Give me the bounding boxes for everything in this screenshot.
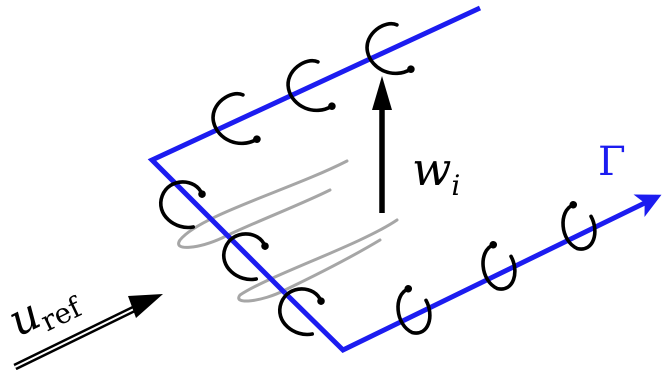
circulation-ring: [481, 240, 517, 291]
gamma-label: Γ: [598, 139, 626, 185]
induced-velocity-label: wi: [412, 142, 460, 202]
wake-curve-upper: [177, 159, 349, 249]
induced-velocity-subscript: i: [451, 169, 460, 202]
circulation-ring: [561, 200, 597, 251]
induced-velocity-symbol: w: [412, 142, 451, 196]
wake-curve-lower: [237, 218, 399, 303]
wake-curves: [177, 159, 399, 303]
circulation-rings: [158, 21, 597, 337]
circulation-ring: [221, 232, 269, 282]
induced-velocity-arrow: [372, 76, 392, 213]
circulation-ring: [158, 180, 206, 230]
circulation-ring: [211, 91, 261, 146]
circulation-ring: [396, 284, 432, 335]
circulation-ring: [365, 21, 415, 76]
vortex-line-lower-segment: [283, 194, 662, 354]
circulation-ring: [277, 287, 325, 337]
vortex-line: [147, 5, 662, 354]
circulation-ring: [286, 58, 336, 113]
svg-text:wi: wi: [412, 142, 460, 202]
freestream-velocity-arrow: [13, 294, 163, 370]
